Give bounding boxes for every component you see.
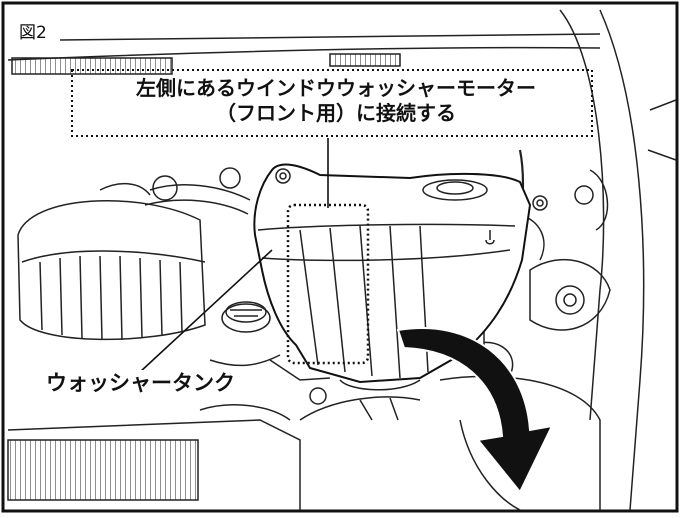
motor-callout: 左側にあるウインドウウォッシャーモーター （フロント用）に接続する [86,76,586,126]
callout-box [71,69,593,137]
tank-callout: ウォッシャータンク [40,370,241,397]
engine-bay-linework [7,9,677,511]
tank-leader-line [139,249,273,373]
removal-arrow-icon [396,327,554,494]
motor-callout-line1: 左側にあるウインドウウォッシャーモーター [132,76,540,100]
motor-highlight-box [286,203,370,365]
motor-callout-line2: （フロント用）に接続する [212,101,460,125]
figure-label: 図2 [16,18,50,43]
